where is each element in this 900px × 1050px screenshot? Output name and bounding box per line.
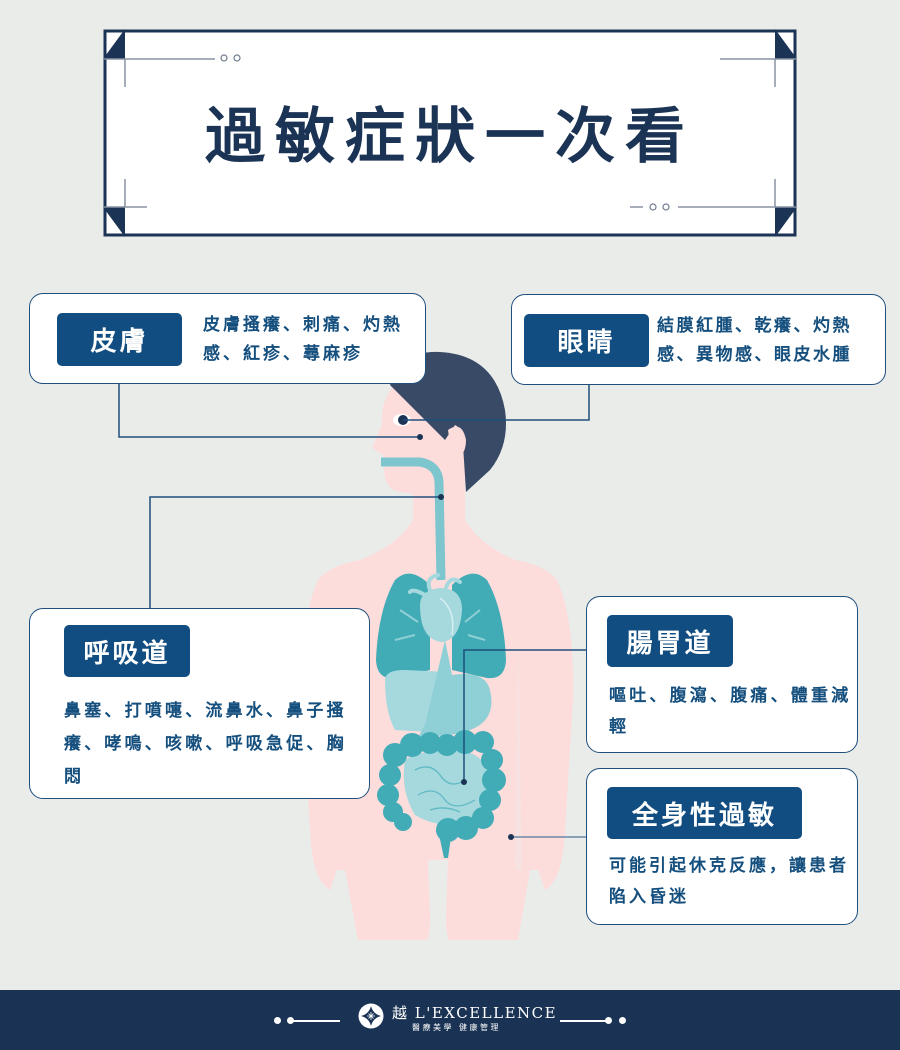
connector-lines — [118, 384, 590, 838]
category-tag-eyes: 眼睛 — [524, 314, 649, 367]
symptom-card-gastrointestinal: 腸胃道 嘔吐、腹瀉、腹痛、體重減輕 — [586, 596, 858, 753]
symptom-description-systemic: 可能引起休克反應，讓患者陷入昏迷 — [609, 856, 849, 907]
symptom-card-systemic: 全身性過敏 可能引起休克反應，讓患者陷入昏迷 — [586, 768, 858, 925]
brand-subtitle: 醫療美學 健康管理 — [412, 1023, 502, 1032]
large-intestine — [377, 730, 506, 858]
connector-dots — [417, 434, 514, 840]
symptom-description-respiratory: 鼻塞、打噴嚏、流鼻水、鼻子搔癢、哮鳴、咳嗽、呼吸急促、胸悶 — [64, 701, 347, 787]
page-title: 過敏症狀一次看 — [205, 102, 695, 172]
symptom-card-eyes: 眼睛 結膜紅腫、乾癢、灼熱感、異物感、眼皮水腫 — [511, 294, 886, 385]
title-frame: 過敏症狀一次看 — [103, 29, 797, 237]
heart — [408, 573, 462, 642]
airway — [381, 457, 446, 581]
footer-divider-left — [293, 1020, 340, 1022]
footer-dot — [287, 1017, 294, 1024]
ear — [448, 426, 466, 458]
title-frame-border — [103, 29, 797, 237]
symptom-card-respiratory: 呼吸道 鼻塞、打噴嚏、流鼻水、鼻子搔癢、哮鳴、咳嗽、呼吸急促、胸悶 — [29, 608, 370, 799]
footer-dot — [274, 1017, 281, 1024]
symptom-description-eyes: 結膜紅腫、乾癢、灼熱感、異物感、眼皮水腫 — [657, 316, 852, 365]
small-intestine — [403, 750, 489, 825]
symptom-description-skin: 皮膚搔癢、刺痛、灼熱感、紅疹、蕁麻疹 — [203, 315, 403, 364]
footer-brand-bar: 越 L'EXCELLENCE 醫療美學 健康管理 — [0, 990, 900, 1050]
lungs — [376, 573, 506, 679]
leg-gap — [428, 860, 448, 940]
corner-triangle-br — [775, 207, 797, 237]
corner-triangle-tl — [103, 29, 125, 59]
diamond-emblem-icon — [358, 1003, 384, 1029]
category-tag-respiratory: 呼吸道 — [64, 625, 190, 677]
corner-triangle-bl — [103, 207, 125, 237]
category-tag-skin: 皮膚 — [57, 313, 182, 366]
category-tag-gastrointestinal: 腸胃道 — [607, 615, 733, 667]
symptom-card-skin: 皮膚 皮膚搔癢、刺痛、灼熱感、紅疹、蕁麻疹 — [29, 293, 426, 384]
footer-dot — [619, 1017, 626, 1024]
footer-divider-right — [560, 1020, 607, 1022]
corner-triangle-tr — [775, 29, 797, 59]
hair — [390, 351, 506, 492]
digestive-upper — [385, 640, 492, 745]
symptom-description-gastrointestinal: 嘔吐、腹瀉、腹痛、體重減輕 — [609, 686, 852, 737]
footer-dot — [605, 1017, 612, 1024]
category-tag-systemic: 全身性過敏 — [607, 787, 802, 839]
brand-name: 越 L'EXCELLENCE — [392, 1004, 558, 1022]
